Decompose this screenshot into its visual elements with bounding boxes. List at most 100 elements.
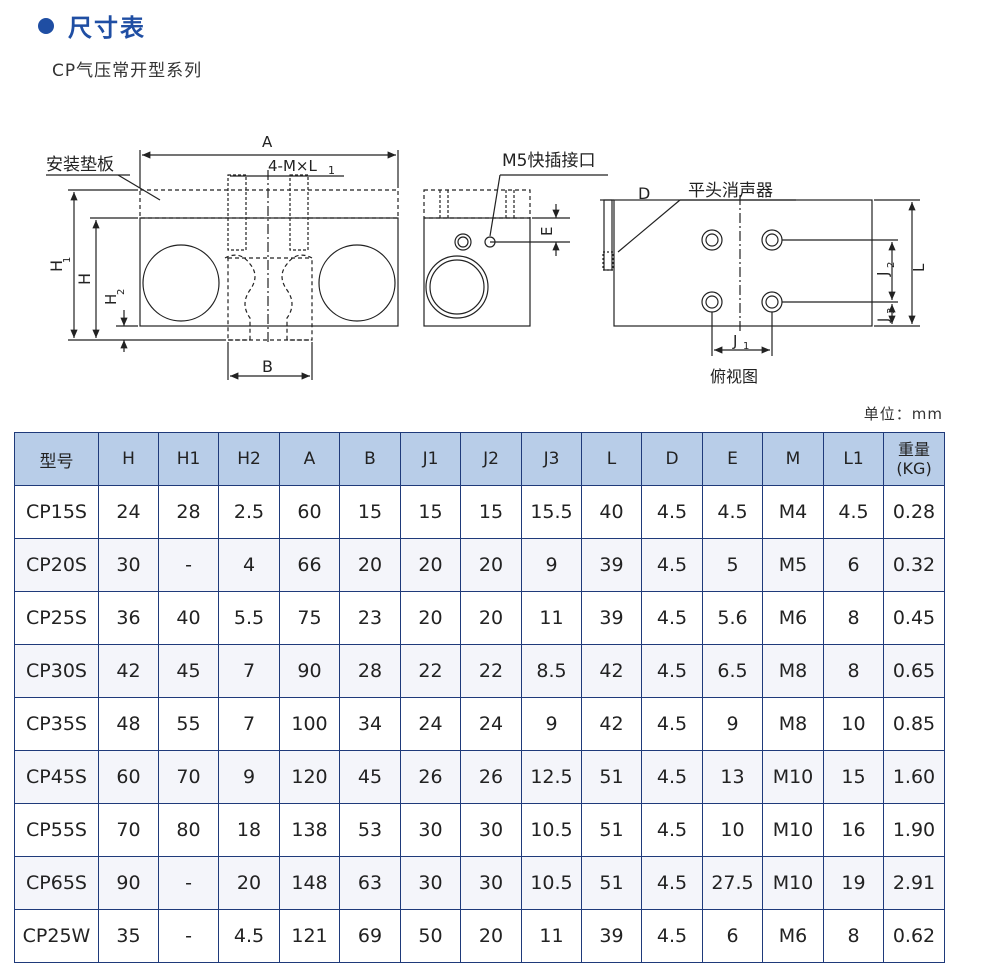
table-cell: M6 xyxy=(762,591,824,645)
table-cell: 10.5 xyxy=(521,803,582,857)
table-cell: 24 xyxy=(400,697,461,751)
table-cell: 9 xyxy=(521,538,582,592)
table-cell: 20 xyxy=(339,538,401,592)
table-cell: 8 xyxy=(823,909,884,963)
table-cell: 48 xyxy=(98,697,159,751)
page-title: 尺寸表 xyxy=(68,14,146,42)
table-cell: M10 xyxy=(762,803,824,857)
table-cell: 24 xyxy=(98,485,159,539)
dim-j2-subscript: 2 xyxy=(886,262,897,268)
model-cell: CP15S xyxy=(14,485,99,539)
table-cell: 42 xyxy=(581,644,642,698)
table-cell: 0.32 xyxy=(883,538,945,592)
table-cell: 63 xyxy=(339,856,401,910)
table-cell: 90 xyxy=(279,644,340,698)
column-header: H1 xyxy=(158,432,219,486)
table-cell: 120 xyxy=(279,750,340,804)
table-cell: 1.60 xyxy=(883,750,945,804)
table-cell: 0.45 xyxy=(883,591,945,645)
column-header: L1 xyxy=(823,432,884,486)
table-cell: 0.65 xyxy=(883,644,945,698)
table-cell: 2.91 xyxy=(883,856,945,910)
table-cell: 7 xyxy=(218,697,280,751)
table-cell: 55 xyxy=(158,697,219,751)
table-cell: 53 xyxy=(339,803,401,857)
column-header: D xyxy=(641,432,703,486)
table-cell: 39 xyxy=(581,591,642,645)
dim-j2-label: J xyxy=(874,272,892,277)
table-cell: 13 xyxy=(702,750,763,804)
table-cell: 35 xyxy=(98,909,159,963)
table-cell: 0.85 xyxy=(883,697,945,751)
technical-drawing: A 4-M×L 1 安装垫板 H 1 H H 2 B M5快插接口 E D 平头… xyxy=(46,133,928,386)
table-cell: 8.5 xyxy=(521,644,582,698)
table-cell: 15 xyxy=(339,485,401,539)
unit-label: 单位：mm xyxy=(863,405,943,423)
table-cell: M10 xyxy=(762,750,824,804)
table-cell: 10 xyxy=(823,697,884,751)
top-view xyxy=(600,195,920,356)
table-cell: M6 xyxy=(762,909,824,963)
table-cell: 15 xyxy=(460,485,522,539)
dim-j1-label: J xyxy=(732,332,737,350)
table-cell: 5.6 xyxy=(702,591,763,645)
table-cell: 9 xyxy=(702,697,763,751)
column-header: J1 xyxy=(400,432,461,486)
table-cell: 11 xyxy=(521,591,582,645)
table-cell: 12.5 xyxy=(521,750,582,804)
table-cell: 4.5 xyxy=(641,803,703,857)
series-subtitle: CP气压常开型系列 xyxy=(52,61,203,81)
model-cell: CP45S xyxy=(14,750,99,804)
dim-b-label: B xyxy=(262,357,273,376)
model-cell: CP30S xyxy=(14,644,99,698)
table-cell: 20 xyxy=(460,909,522,963)
dim-h1-label: H xyxy=(47,260,66,272)
table-cell: 27.5 xyxy=(702,856,763,910)
table-cell: 45 xyxy=(158,644,219,698)
table-cell: 80 xyxy=(158,803,219,857)
table-cell: 9 xyxy=(218,750,280,804)
table-cell: 6 xyxy=(702,909,763,963)
table-cell: 36 xyxy=(98,591,159,645)
table-cell: 4.5 xyxy=(641,909,703,963)
column-header: J3 xyxy=(521,432,582,486)
table-cell: 51 xyxy=(581,803,642,857)
table-cell: 4.5 xyxy=(641,485,703,539)
front-view xyxy=(46,150,399,380)
table-cell: 121 xyxy=(279,909,340,963)
column-header: H2 xyxy=(218,432,280,486)
table-cell: 60 xyxy=(279,485,340,539)
model-cell: CP35S xyxy=(14,697,99,751)
table-cell: 30 xyxy=(98,538,159,592)
model-cell: CP55S xyxy=(14,803,99,857)
table-cell: 1.90 xyxy=(883,803,945,857)
dim-h-label: H xyxy=(75,273,94,285)
table-cell: 30 xyxy=(460,856,522,910)
table-cell: 45 xyxy=(339,750,401,804)
table-cell: 28 xyxy=(158,485,219,539)
table-cell: 15.5 xyxy=(521,485,582,539)
table-cell: 30 xyxy=(400,803,461,857)
table-cell: 20 xyxy=(400,591,461,645)
dim-h1-subscript: 1 xyxy=(62,257,73,263)
table-cell: 0.28 xyxy=(883,485,945,539)
column-header: M xyxy=(762,432,824,486)
dim-h2-subscript: 2 xyxy=(116,289,127,295)
table-cell: 26 xyxy=(460,750,522,804)
dim-l-label: L xyxy=(910,263,928,272)
table-cell: 138 xyxy=(279,803,340,857)
table-cell: 19 xyxy=(823,856,884,910)
side-view xyxy=(423,174,608,327)
column-header: E xyxy=(702,432,763,486)
table-cell: 6.5 xyxy=(702,644,763,698)
table-cell: 10.5 xyxy=(521,856,582,910)
column-header-weight: 重量(KG) xyxy=(883,432,945,486)
table-cell: 4.5 xyxy=(641,856,703,910)
table-cell: 148 xyxy=(279,856,340,910)
